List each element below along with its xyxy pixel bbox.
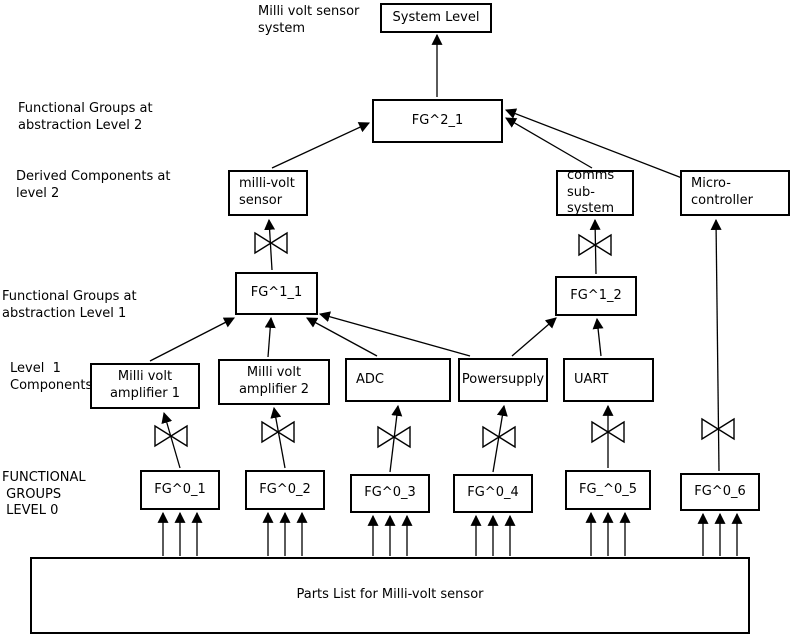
edge-sensor-fg2	[271, 122, 370, 169]
node-powersupply: Powersupply	[458, 358, 548, 402]
node-fg0-4: FG^0_4	[453, 474, 533, 513]
edge-fg12-comms	[589, 218, 601, 275]
node-comms-subsystem: comms sub-system	[556, 168, 634, 216]
edge-uart-fg12	[592, 317, 604, 357]
node-amplifier-1: Milli volt amplifier 1	[90, 363, 200, 409]
bowtie-icon	[482, 426, 516, 448]
edge-amp1-fg11	[149, 317, 235, 362]
node-fg2-1: FG^2_1	[372, 99, 503, 143]
label-functional-groups-l1: Functional Groups at abstraction Level 1	[2, 289, 137, 321]
label-functional-groups-l2: Functional Groups at abstraction Level 2	[18, 101, 153, 133]
edge-micro-fg2	[504, 108, 683, 179]
node-fg0-2: FG^0_2	[245, 470, 325, 510]
edge-fg11-sensor	[264, 218, 276, 271]
parts-arrows-group	[157, 511, 743, 556]
node-parts-list: Parts List for Milli-volt sensor	[30, 557, 750, 634]
node-fg1-2: FG^1_2	[555, 276, 637, 316]
edge-power-fg12	[511, 317, 557, 357]
bowtie-icon	[154, 425, 188, 447]
node-fg0-5: FG_^0_5	[565, 470, 651, 510]
bowtie-icon	[261, 421, 295, 443]
edge-adc-fg11	[306, 317, 378, 357]
label-level1-components: Level 1 Components	[10, 361, 93, 393]
node-fg0-1: FG^0_1	[140, 470, 220, 510]
edge-fg04-power	[492, 404, 508, 473]
label-derived-components-l2: Derived Components at level 2	[16, 169, 171, 201]
edges-group	[149, 33, 722, 473]
edge-fg01-amp1	[161, 411, 181, 469]
label-functional-groups-l0: FUNCTIONAL GROUPS LEVEL 0	[2, 470, 86, 519]
diagram-title: Milli volt sensor system	[258, 4, 360, 36]
node-fg0-6: FG^0_6	[680, 473, 760, 511]
edge-fg03-adc	[389, 404, 403, 473]
node-millivolt-sensor: milli-volt sensor	[228, 170, 308, 216]
edge-comms-fg2	[505, 117, 593, 169]
node-system-level: System Level	[380, 3, 492, 33]
node-fg1-1: FG^1_1	[235, 272, 318, 315]
node-fg0-3: FG^0_3	[350, 474, 430, 513]
edge-power-fg11	[318, 311, 471, 357]
node-microcontroller: Micro- controller	[680, 170, 790, 216]
edge-fg06-micro	[710, 218, 722, 472]
node-amplifier-2: Milli volt amplifier 2	[218, 359, 330, 405]
bowties-group	[154, 232, 735, 448]
edge-amp2-fg11	[264, 316, 276, 358]
node-adc: ADC	[345, 358, 451, 402]
edge-fg02-amp2	[270, 406, 286, 469]
node-uart: UART	[563, 358, 654, 402]
